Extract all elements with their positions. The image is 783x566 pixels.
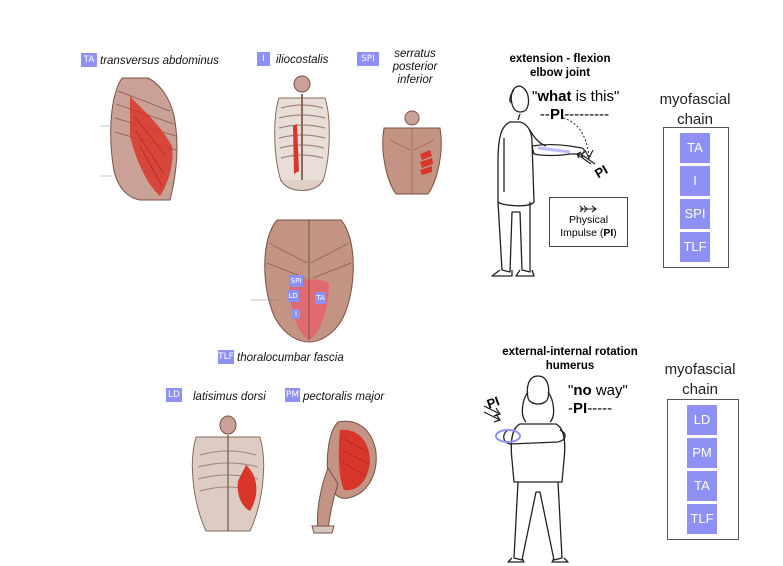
elbow-title-line1: extension - flexion — [509, 53, 611, 65]
transversus-abdominus-illustration — [100, 77, 178, 201]
spi-label-line2: posterior — [392, 61, 438, 73]
chain2-item: TLF — [687, 504, 717, 534]
rotation-panel-title: external-internal rotation humerus — [490, 345, 650, 373]
pectoralis-illustration — [311, 420, 377, 534]
chain2-item: PM — [687, 438, 717, 468]
back-badge-spi: SPI — [289, 275, 303, 287]
impulse-arrows-icon — [576, 151, 596, 165]
spi-badge: SPI — [357, 52, 379, 66]
legend-line2-post: ) — [613, 227, 617, 239]
rotation-quote-open: " — [568, 382, 574, 399]
back-badge-ta: TA — [315, 292, 326, 304]
spi-label-line1: serratus — [394, 48, 436, 60]
rotation-quote-bold: no — [573, 382, 592, 399]
back-badge-i: I — [292, 309, 300, 319]
chain2-item: LD — [687, 405, 717, 435]
chain1-title-line1: myofascial — [659, 91, 731, 108]
serratus-illustration — [382, 110, 442, 195]
pm-label: pectoralis major — [303, 391, 385, 403]
chain2-item: TA — [687, 471, 717, 501]
arms-crossed-person-figure — [495, 375, 569, 563]
elbow-pi-post: --------- — [564, 106, 610, 123]
chain1-item: TLF — [680, 232, 710, 262]
elbow-panel-title: extension - flexion elbow joint — [490, 52, 630, 80]
legend-text: Physical Impulse (PI) — [550, 214, 627, 240]
legend-arrows-icon — [579, 205, 597, 213]
thoracolumbar-illustration — [251, 219, 354, 343]
legend-line2: Impulse (PI) — [550, 227, 627, 240]
rotation-pi-line: -PI----- — [568, 400, 612, 418]
i-label: iliocostalis — [276, 54, 329, 66]
rotation-impulse-arrows-icon — [483, 405, 501, 423]
pm-badge: PM — [285, 388, 300, 402]
elbow-quote-open: " — [532, 88, 538, 105]
legend-line2-pre: Impulse ( — [560, 227, 604, 239]
ld-label: latisimus dorsi — [193, 391, 266, 403]
i-badge: I — [257, 52, 270, 66]
legend-line1: Physical — [568, 214, 609, 226]
elbow-pi-line: --PI--------- — [540, 106, 609, 124]
rotation-title-line1: external-internal rotation — [502, 346, 638, 358]
iliocostalis-illustration — [274, 75, 330, 191]
elbow-quote-rest: is this" — [571, 88, 620, 105]
elbow-pi-bold: PI — [550, 106, 565, 123]
chain1-title-line2: chain — [677, 111, 713, 128]
spi-label-line3: inferior — [397, 74, 433, 86]
elbow-pi-pre: -- — [540, 106, 550, 123]
chain1-item: TA — [680, 133, 710, 163]
chain2-title-line1: myofascial — [664, 361, 736, 378]
flexion-arc — [562, 117, 594, 160]
chain1-item: I — [680, 166, 710, 196]
ta-badge: TA — [81, 53, 97, 67]
elbow-quote-bold: what — [537, 88, 572, 105]
latissimus-illustration — [191, 415, 265, 532]
pi-legend-box: Physical Impulse (PI) — [549, 197, 628, 247]
spi-label: serratus posterior inferior — [385, 48, 445, 87]
back-badge-ld: LD — [287, 290, 299, 302]
rotation-pi-bold: PI — [573, 400, 588, 417]
tlf-label: thoralocumbar fascia — [237, 352, 344, 364]
elbow-title-line2: elbow joint — [529, 67, 591, 79]
chain1-box: TA I SPI TLF — [663, 127, 729, 268]
rotation-title-line2: humerus — [545, 360, 595, 372]
rotation-pi-post: ----- — [587, 400, 613, 417]
legend-line2-bold: PI — [603, 227, 614, 239]
rotation-quote: "no way" — [568, 382, 628, 400]
chain2-title: myofascial chain — [650, 360, 750, 400]
ld-badge: LD — [166, 388, 182, 402]
chain1-item: SPI — [680, 199, 710, 229]
elbow-quote: "what is this" — [532, 88, 619, 106]
rotation-pi-pre: - — [568, 400, 573, 417]
chain1-title: myofascial chain — [645, 90, 745, 130]
ta-label: transversus abdominus — [100, 55, 219, 67]
chain2-box: LD PM TA TLF — [667, 399, 739, 540]
rotation-quote-rest: way" — [591, 382, 628, 399]
standing-person-figure — [491, 85, 547, 277]
chain2-title-line2: chain — [682, 381, 718, 398]
tlf-badge: TLF — [218, 350, 234, 364]
